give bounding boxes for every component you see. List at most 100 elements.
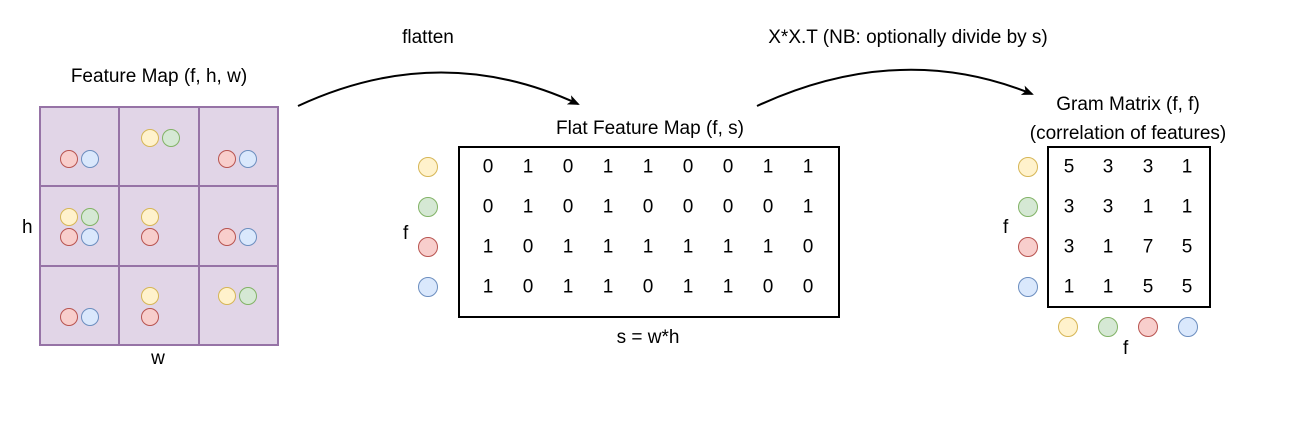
feature-map-cell — [40, 265, 120, 345]
matrix-cell: 0 — [722, 156, 734, 178]
matrix-cell: 3 — [1102, 196, 1114, 218]
red-feature-circle — [217, 228, 236, 247]
feature-map-cell — [119, 265, 199, 345]
matrix-cell: 1 — [1181, 196, 1193, 218]
yellow-feature-circle — [217, 286, 236, 305]
matrix-cell: 7 — [1142, 236, 1154, 258]
red-feature-circle — [1018, 237, 1038, 257]
blue-feature-circle — [81, 307, 99, 326]
matrix-cell: 1 — [522, 196, 534, 218]
blue-feature-circle — [238, 228, 257, 247]
green-feature-circle — [162, 129, 181, 147]
matrix-cell: 1 — [1102, 276, 1114, 298]
matrix-cell: 0 — [562, 196, 574, 218]
gram-matrix-title: Gram Matrix (f, f) — [1056, 94, 1200, 115]
matrix-cell: 0 — [482, 156, 494, 178]
matrix-cell: 0 — [522, 236, 534, 258]
matrix-cell: 1 — [1102, 236, 1114, 258]
matrix-cell: 1 — [722, 276, 734, 298]
red-feature-circle — [141, 228, 160, 247]
matrix-cell: 1 — [642, 236, 654, 258]
red-feature-circle — [217, 150, 236, 168]
matrix-cell: 1 — [602, 196, 614, 218]
green-feature-circle — [1098, 317, 1118, 337]
green-feature-circle — [238, 286, 257, 305]
matrix-cell: 1 — [562, 236, 574, 258]
feature-map-cell — [40, 107, 120, 187]
gram-matrix: 5 3 3 1 3 3 1 1 3 1 7 5 1 1 5 5 — [1047, 146, 1211, 308]
matrix-cell: 1 — [762, 156, 774, 178]
matrix-cell: 1 — [602, 236, 614, 258]
blue-feature-circle — [1178, 317, 1198, 337]
matrix-cell: 1 — [1063, 276, 1075, 298]
matrix-cell: 5 — [1181, 276, 1193, 298]
blue-feature-circle — [81, 150, 99, 168]
matrix-cell: 3 — [1063, 196, 1075, 218]
matrix-cell: 0 — [642, 196, 654, 218]
yellow-feature-circle — [141, 286, 160, 305]
gram-operation-label: X*X.T (NB: optionally divide by s) — [768, 27, 1048, 48]
feature-map-cell — [40, 186, 120, 266]
matrix-cell: 5 — [1181, 236, 1193, 258]
matrix-cell: 0 — [762, 196, 774, 218]
matrix-cell: 1 — [802, 196, 814, 218]
feature-map-cell — [119, 186, 199, 266]
matrix-cell: 1 — [1181, 156, 1193, 178]
yellow-feature-circle — [141, 208, 160, 227]
flat-f-label: f — [403, 223, 409, 244]
gram-f-col-label: f — [1123, 338, 1129, 359]
matrix-cell: 0 — [762, 276, 774, 298]
red-feature-circle — [60, 307, 78, 326]
h-axis-label: h — [22, 217, 33, 238]
blue-feature-circle — [418, 277, 438, 297]
red-feature-circle — [60, 150, 78, 168]
w-axis-label: w — [151, 348, 165, 369]
feature-map-grid — [39, 106, 279, 346]
red-feature-circle — [418, 237, 438, 257]
matrix-cell: 3 — [1102, 156, 1114, 178]
green-feature-circle — [418, 197, 438, 217]
matrix-cell: 5 — [1142, 276, 1154, 298]
matrix-cell: 1 — [722, 236, 734, 258]
matrix-cell: 0 — [482, 196, 494, 218]
matrix-cell: 0 — [562, 156, 574, 178]
red-feature-circle — [1138, 317, 1158, 337]
matrix-cell: 1 — [682, 236, 694, 258]
green-feature-circle — [81, 208, 99, 227]
feature-map-title: Feature Map (f, h, w) — [70, 66, 248, 87]
gram-f-row-label: f — [1003, 217, 1009, 238]
matrix-cell: 0 — [522, 276, 534, 298]
yellow-feature-circle — [418, 157, 438, 177]
matrix-cell: 5 — [1063, 156, 1075, 178]
matrix-cell: 3 — [1142, 156, 1154, 178]
flatten-label: flatten — [402, 27, 454, 48]
matrix-cell: 0 — [802, 236, 814, 258]
matrix-cell: 3 — [1063, 236, 1075, 258]
matrix-cell: 1 — [482, 236, 494, 258]
feature-map-cell — [119, 107, 199, 187]
green-feature-circle — [1018, 197, 1038, 217]
matrix-cell: 1 — [682, 276, 694, 298]
feature-map-cell — [198, 107, 278, 187]
matrix-cell: 0 — [722, 196, 734, 218]
blue-feature-circle — [238, 150, 257, 168]
matrix-cell: 1 — [762, 236, 774, 258]
flat-feature-map-title: Flat Feature Map (f, s) — [556, 118, 744, 139]
matrix-cell: 1 — [602, 156, 614, 178]
red-feature-circle — [141, 307, 160, 326]
gram-arrow — [756, 68, 1034, 107]
matrix-cell: 1 — [482, 276, 494, 298]
matrix-cell: 1 — [1142, 196, 1154, 218]
matrix-cell: 1 — [562, 276, 574, 298]
yellow-feature-circle — [1058, 317, 1078, 337]
matrix-cell: 1 — [802, 156, 814, 178]
feature-map-cell — [198, 265, 278, 345]
flatten-arrow — [297, 71, 580, 107]
feature-map-cell — [198, 186, 278, 266]
yellow-feature-circle — [141, 129, 160, 147]
matrix-cell: 0 — [642, 276, 654, 298]
matrix-cell: 1 — [522, 156, 534, 178]
matrix-cell: 0 — [682, 196, 694, 218]
